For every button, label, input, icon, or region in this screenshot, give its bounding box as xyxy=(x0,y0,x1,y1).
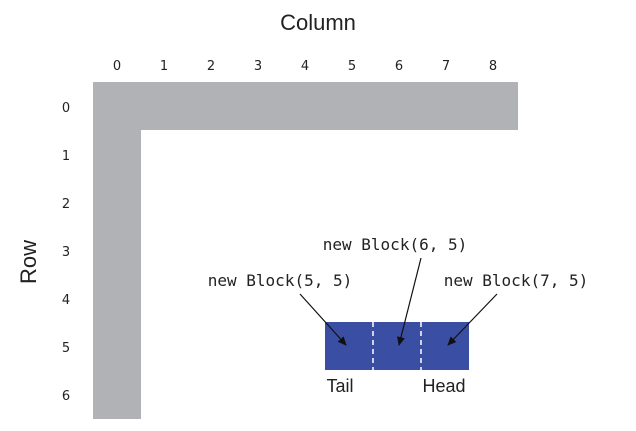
row-tick: 6 xyxy=(62,389,70,404)
tail-label: Tail xyxy=(326,376,353,396)
arrow-to-tail xyxy=(299,293,347,346)
row-tick: 2 xyxy=(62,197,70,212)
row-tick: 3 xyxy=(62,245,70,260)
head-label: Head xyxy=(422,376,465,396)
wall-border xyxy=(93,82,518,419)
row-axis-title: Row xyxy=(16,240,41,284)
column-tick: 0 xyxy=(113,59,121,74)
snake xyxy=(325,322,469,370)
column-tick: 5 xyxy=(348,59,356,74)
column-tick: 8 xyxy=(489,59,497,74)
arrow-to-head xyxy=(447,293,498,346)
arrow-to-middle xyxy=(397,257,422,346)
block-label-head: new Block(7, 5) xyxy=(444,271,589,290)
row-tick: 5 xyxy=(62,341,70,356)
row-tick: 0 xyxy=(62,101,70,116)
block-label-tail: new Block(5, 5) xyxy=(208,271,353,290)
column-tick: 1 xyxy=(160,59,168,74)
column-tick: 4 xyxy=(301,59,309,74)
middle-block xyxy=(373,322,421,370)
head-block xyxy=(421,322,469,370)
row-tick: 1 xyxy=(62,149,70,164)
row-ticks: 0 1 2 3 4 5 6 xyxy=(62,101,70,404)
block-label-middle: new Block(6, 5) xyxy=(323,235,468,254)
column-tick: 7 xyxy=(442,59,450,74)
column-tick: 6 xyxy=(395,59,403,74)
column-axis-title: Column xyxy=(280,10,356,35)
row-tick: 4 xyxy=(62,293,70,308)
column-tick: 2 xyxy=(207,59,215,74)
column-tick: 3 xyxy=(254,59,262,74)
column-ticks: 0 1 2 3 4 5 6 7 8 xyxy=(113,59,497,74)
